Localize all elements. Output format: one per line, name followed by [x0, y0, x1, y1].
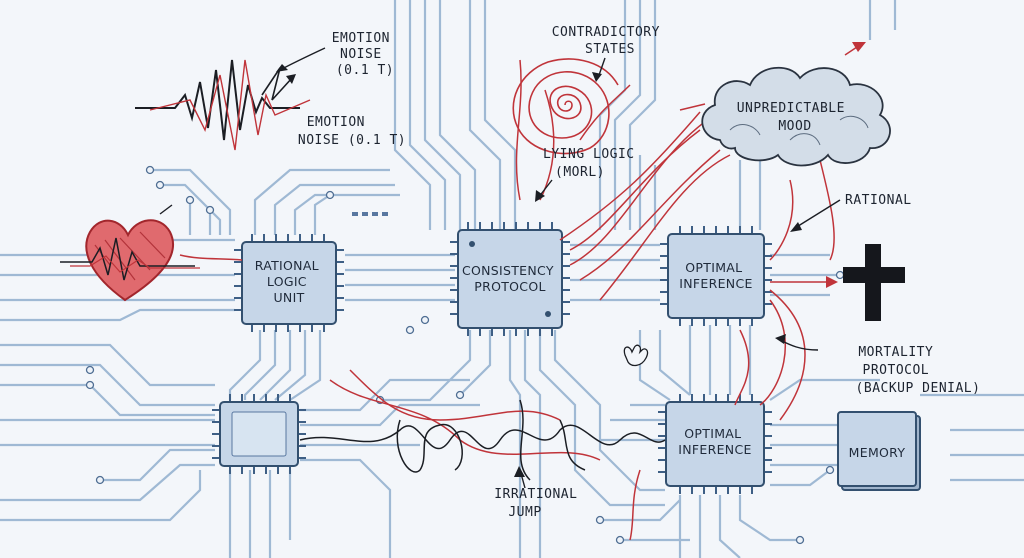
spiral-icon	[512, 58, 619, 155]
chip-optimal-bottom-line1: OPTIMAL	[684, 426, 741, 441]
chip-consistency-line1: CONSISTENCY	[462, 263, 554, 278]
small-caps	[352, 212, 388, 216]
chip-optimal-top-line1: OPTIMAL	[685, 260, 742, 275]
chip-rational-line3: UNIT	[273, 290, 304, 305]
label-irrational-jump: IRRATIONAL JUMP	[494, 487, 586, 520]
svg-text:CONSISTENCY PROTOCOL: CONSISTENCY PROTOCOL	[462, 263, 558, 294]
chip-optimal-bottom-line2: INFERENCE	[678, 442, 751, 457]
hand-icon	[623, 344, 649, 367]
label-lying-logic: LYING LOGIC (MORL)	[543, 147, 643, 180]
chip-rational-line1: RATIONAL	[255, 258, 319, 273]
label-contradictory-states: CONTRADICTORY STATES	[552, 25, 669, 57]
label-emotion-noise-2: EMOTION NOISE (0.1 T)	[298, 115, 406, 148]
cross-icon	[843, 244, 905, 321]
label-rational: RATIONAL	[845, 193, 912, 208]
label-emotion-noise-1: EMOTION NOISE (0.1 T)	[332, 31, 399, 78]
label-mortality-protocol: MORTALITY PROTOCOL (BACKUP DENIAL)	[856, 345, 981, 396]
emotion-noise-waveform	[135, 59, 311, 151]
annotation-labels: EMOTION NOISE (0.1 T) EMOTION NOISE (0.1…	[298, 25, 981, 520]
arrow-heads	[276, 64, 802, 477]
chip-optimal-inference-top: OPTIMAL INFERENCE	[660, 226, 772, 326]
black-scribbles	[299, 399, 666, 481]
cloud-icon	[701, 66, 891, 167]
svg-text:OPTIMAL INFERENCE: OPTIMAL INFERENCE	[678, 426, 751, 457]
chip-rational-line2: LOGIC	[267, 274, 307, 289]
chip-memory: MEMORY	[837, 411, 921, 491]
chip-consistency-line2: PROTOCOL	[474, 279, 545, 294]
chip-memory-label: MEMORY	[849, 445, 906, 460]
svg-text:OPTIMAL INFERENCE: OPTIMAL INFERENCE	[679, 260, 752, 291]
chip-optimal-top-line2: INFERENCE	[679, 276, 752, 291]
chip-consistency-protocol: CONSISTENCY PROTOCOL	[450, 222, 570, 336]
chip-unlabeled	[212, 394, 306, 474]
svg-text:RATIONAL LOGIC UNI: RATIONAL LOGIC UNIT	[255, 258, 323, 305]
chip-rational-logic-unit: RATIONAL LOGIC UNIT	[234, 234, 344, 332]
chip-optimal-inference-bottom: OPTIMAL INFERENCE	[658, 394, 772, 494]
heart-icon	[60, 204, 200, 302]
label-unpredictable-mood: UNPREDICTABLE MOOD	[737, 101, 854, 134]
